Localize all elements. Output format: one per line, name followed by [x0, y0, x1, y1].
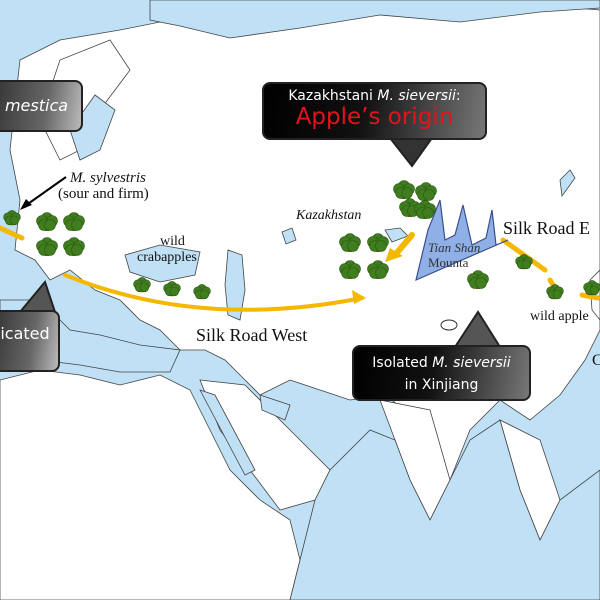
route-to-europe [0, 225, 25, 241]
apple-tree-icon [339, 260, 361, 279]
apple-tree-icon [63, 212, 85, 231]
aral-sea [281, 227, 297, 245]
apple-tree-icon [546, 284, 564, 300]
black-sea [124, 244, 201, 283]
origin-title: Apple’s origin [295, 104, 454, 130]
apple-tree-icon [583, 280, 600, 296]
wild-crabapples-label: wild [160, 234, 185, 249]
apple-trees [3, 180, 600, 300]
apple-tree-icon [515, 254, 533, 270]
pointer-arrowhead-icon [20, 199, 32, 210]
pointer-arrow [24, 176, 67, 207]
sylvestris-label: M. sylvestris [70, 170, 146, 186]
isolated-line1: Isolated M. sieversii [372, 355, 511, 371]
apple-tree-icon [367, 233, 389, 252]
apple-tree-icon [339, 233, 361, 252]
apple-tree-icon [415, 182, 437, 201]
route-arrowhead-icon [385, 248, 403, 262]
apple-tree-icon [163, 281, 181, 297]
route-arrowhead-icon [352, 290, 366, 304]
isolated-callout: Isolated M. sieversii in Xinjiang [352, 345, 531, 401]
hatched-region [440, 319, 458, 331]
domestica-text: mestica [4, 96, 69, 115]
origin-arrow [392, 232, 415, 258]
apple-tree-icon [414, 200, 436, 219]
apple-tree-icon [36, 237, 58, 256]
apple-tree-icon [367, 260, 389, 279]
lake-baikal [559, 169, 576, 198]
apple-tree-icon [393, 180, 415, 199]
apple-tree-icon [63, 237, 85, 256]
apple-tree-icon [193, 284, 211, 300]
silk-road-west-label: Silk Road West [196, 325, 308, 345]
tian-shan-label: Tian Shan [428, 240, 481, 255]
isolated-line2: in Xinjiang [404, 377, 479, 393]
silk-road-west-route [63, 273, 364, 312]
apple-tree-icon [133, 277, 151, 293]
tian-shan-label: Mounta [428, 255, 469, 270]
sylvestris-description: (sour and firm) [58, 186, 149, 202]
domesticated-callout: icated [0, 310, 60, 372]
apple-tree-icon [467, 270, 489, 289]
kazakhstan-label: Kazakhstan [296, 208, 362, 223]
apple-tree-icon [36, 212, 58, 231]
baltic-sea [69, 94, 116, 161]
arabian-sea [289, 419, 600, 600]
caspian-sea [224, 249, 246, 321]
wild-apples-label: wild apple [530, 309, 589, 324]
origin-subtitle: Kazakhstani M. sieversii: [288, 88, 461, 104]
tian-shan-mountains-icon [415, 199, 509, 282]
edge-label: C [592, 352, 600, 369]
silk-road-east-label: Silk Road E [503, 218, 591, 238]
red-sea [199, 389, 256, 476]
wild-crabapples-label: crabapples [137, 250, 197, 265]
persian-gulf [259, 394, 291, 421]
domestica-callout: mestica [0, 80, 83, 132]
origin-callout: Kazakhstani M. sieversii: Apple’s origin [262, 82, 487, 140]
domesticated-text: icated [0, 324, 50, 343]
arctic-sea [149, 0, 600, 39]
apple-tree-icon [3, 210, 21, 226]
